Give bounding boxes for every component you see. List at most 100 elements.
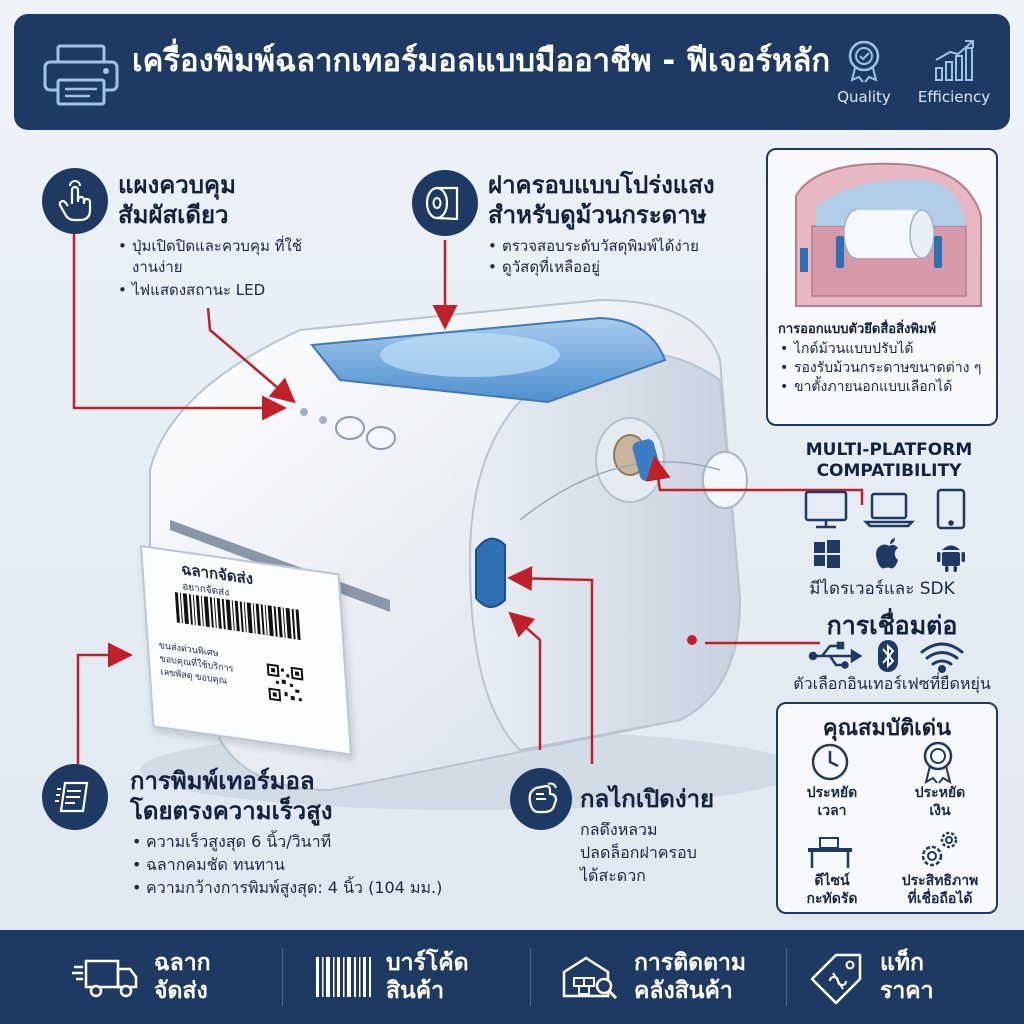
direct-thermal-bullets: ความเร็วสูงสุด 6 นิ้ว/วินาที ฉลากคมชัด ท…	[132, 830, 532, 899]
footer-shipping-line1: ฉลาก	[154, 950, 211, 976]
window-cover-title: ฝาครอบแบบโปร่งแสง สำหรับดูม้วนกระดาษ	[488, 170, 715, 230]
quality-badge: Quality	[824, 38, 904, 106]
window-cover-icon-badge	[412, 170, 478, 236]
printer-icon	[43, 44, 119, 106]
desktop-icon	[804, 490, 848, 529]
window-cover-bullet: ดูวัสดุที่เหลืออยู่	[488, 257, 778, 278]
price-tag-icon	[810, 953, 862, 1005]
easy-open-text: กลดึงหลวม ปลดล็อกฝาครอบ ได้สะดวก	[580, 818, 770, 887]
footer-divider	[530, 948, 531, 1006]
feature-money-line1: ประหยัด	[914, 785, 966, 801]
footer-inventory-label: การติดตาม คลังสินค้า	[634, 949, 746, 1005]
feature-time-line2: เวลา	[817, 803, 847, 819]
efficiency-badge: Efficiency	[906, 38, 1002, 106]
direct-thermal-bullet: ความกว้างการพิมพ์สูงสุด: 4 นิ้ว (104 มม.…	[132, 876, 532, 899]
warehouse-search-icon	[562, 956, 618, 1000]
footer-banner: ฉลาก จัดส่ง บาร์โค้ด สินค้า	[0, 930, 1024, 1024]
footer-price-line2: ราคา	[880, 978, 934, 1004]
desk-icon	[808, 837, 852, 868]
android-icon	[937, 545, 965, 572]
easy-open-icon-badge	[510, 768, 572, 830]
paper-roll-icon	[425, 186, 459, 221]
growth-chart-icon	[935, 40, 974, 81]
footer-item-price-tag: แท็ก ราคา	[806, 944, 934, 1010]
media-holder-bullet: ไกด์ม้วนแบบปรับได้	[780, 340, 990, 359]
media-holder-bullet: ขาตั้งภายนอกแบบเลือกได้	[780, 378, 990, 397]
led-indicator	[319, 416, 327, 424]
gears-icon	[921, 831, 958, 867]
footer-divider	[786, 948, 787, 1006]
feed-button[interactable]	[366, 426, 396, 450]
direct-thermal-bullet: ฉลากคมชัด ทนทาน	[132, 853, 532, 876]
feature-compact: ดีไซน์ กะทัดรัด	[782, 872, 882, 908]
easy-open-text-line1: กลดึงหลวม	[580, 820, 658, 839]
footer-price-tag-label: แท็ก ราคา	[880, 949, 934, 1005]
footer-shipping-line2: จัดส่ง	[154, 978, 208, 1004]
feature-time-line1: ประหยัด	[806, 785, 858, 801]
footer-item-inventory: การติดตาม คลังสินค้า	[560, 944, 746, 1010]
connectivity-caption: ตัวเลือกอินเทอร์เฟซที่ยืดหยุ่น	[793, 674, 991, 693]
media-holder-bullets: ไกด์ม้วนแบบปรับได้ รองรับม้วนกระดาษขนาดต…	[780, 340, 990, 397]
footer-divider	[282, 948, 283, 1006]
direct-thermal-title-line1: การพิมพ์เทอร์มอล	[130, 767, 315, 795]
feature-reliable-line1: ประสิทธิภาพ	[901, 873, 979, 889]
barcode-icon	[316, 957, 371, 997]
platform-title-line2: COMPATIBILITY	[816, 461, 962, 481]
footer-inventory-line1: การติดตาม	[634, 950, 747, 976]
feature-compact-line1: ดีไซน์	[814, 873, 850, 889]
touch-panel-bullet: ปุ่มเปิดปิดและควบคุม ที่ใช้งานง่าย	[118, 236, 318, 278]
touch-panel-title-line1: แผงควบคุม	[118, 171, 236, 199]
media-holder-box: การออกแบบตัวยึดสื่อสิ่งพิมพ์ ไกด์ม้วนแบบ…	[766, 148, 998, 426]
footer-item-barcode: บาร์โค้ด สินค้า	[316, 944, 469, 1010]
label-barcode	[174, 592, 301, 641]
feature-time: ประหยัด เวลา	[782, 784, 882, 820]
footer-barcode-label: บาร์โค้ด สินค้า	[386, 949, 469, 1005]
media-holder-illustration	[795, 162, 982, 307]
window-cover-title-line2: สำหรับดูม้วนกระดาษ	[488, 201, 707, 229]
feature-compact-line2: กะทัดรัด	[806, 891, 858, 907]
usb-icon	[808, 641, 863, 669]
touch-panel-bullet: ไฟแสดงสถานะ LED	[118, 280, 318, 301]
wifi-icon	[920, 642, 964, 673]
features-box: คุณสมบัติเด่น ประหยัด เวลา ประหยัด เงิน …	[776, 702, 998, 914]
footer-price-line1: แท็ก	[880, 950, 924, 976]
power-button[interactable]	[335, 416, 365, 440]
connectivity-title: การเชื่อมต่อ	[826, 611, 958, 640]
page-title: เครื่องพิมพ์ฉลากเทอร์มอลแบบมืออาชีพ - ฟี…	[132, 43, 831, 79]
clock-icon	[811, 743, 849, 781]
window-cover-bullets: ตรวจสอบระดับวัสดุพิมพ์ได้ง่าย ดูวัสดุที่…	[488, 236, 778, 278]
easy-open-title: กลไกเปิดง่าย	[580, 785, 715, 813]
window-cover-title-line1: ฝาครอบแบบโปร่งแสง	[488, 171, 715, 199]
efficiency-label: Efficiency	[917, 88, 991, 106]
windows-icon	[814, 540, 840, 568]
direct-thermal-title-line2: โดยตรงความเร็วสูง	[130, 797, 333, 825]
direct-thermal-bullet: ความเร็วสูงสุด 6 นิ้ว/วินาที	[132, 830, 532, 853]
platform-title-line1: MULTI-PLATFORM	[805, 440, 973, 460]
platform-caption: มีไดรเวอร์และ SDK	[809, 579, 955, 599]
direct-thermal-title: การพิมพ์เทอร์มอล โดยตรงความเร็วสูง	[130, 766, 333, 826]
media-holder-bullet: รองรับม้วนกระดาษขนาดต่าง ๆ	[780, 359, 990, 378]
features-title: คุณสมบัติเด่น	[822, 716, 952, 741]
footer-barcode-line1: บาร์โค้ด	[386, 950, 469, 976]
platform-icons	[804, 488, 966, 572]
direct-thermal-icon-badge	[42, 764, 108, 830]
feature-money: ประหยัด เงิน	[890, 784, 990, 820]
window-cover-bullet: ตรวจสอบระดับวัสดุพิมพ์ได้ง่าย	[488, 236, 778, 257]
touch-panel-icon-badge	[42, 168, 108, 234]
media-holder-title: การออกแบบตัวยึดสื่อสิ่งพิมพ์	[778, 322, 937, 337]
quality-ribbon-icon	[848, 40, 880, 83]
easy-open-text-line3: ได้สะดวก	[580, 866, 646, 885]
shipping-label: ฉลากจัดส่ง อยากจัดส่ง ขนส่งด่วนพิเศษ ขอบ…	[140, 545, 353, 756]
medal-icon	[923, 741, 953, 785]
delivery-truck-icon	[72, 959, 138, 998]
touch-panel-bullets: ปุ่มเปิดปิดและควบคุม ที่ใช้งานง่าย ไฟแสด…	[118, 236, 318, 301]
hand-pull-icon	[528, 782, 558, 814]
touch-panel-title-line2: สัมผัสเดียว	[118, 201, 229, 229]
bluetooth-icon	[878, 640, 898, 672]
footer-item-shipping-label: ฉลาก จัดส่ง	[72, 944, 211, 1010]
easy-open-text-line2: ปลดล็อกฝาครอบ	[580, 843, 697, 862]
platform-title: MULTI-PLATFORM COMPATIBILITY	[780, 440, 998, 482]
cover-latch[interactable]	[475, 537, 506, 608]
footer-barcode-line2: สินค้า	[386, 978, 445, 1004]
connectivity-icons	[808, 640, 964, 673]
